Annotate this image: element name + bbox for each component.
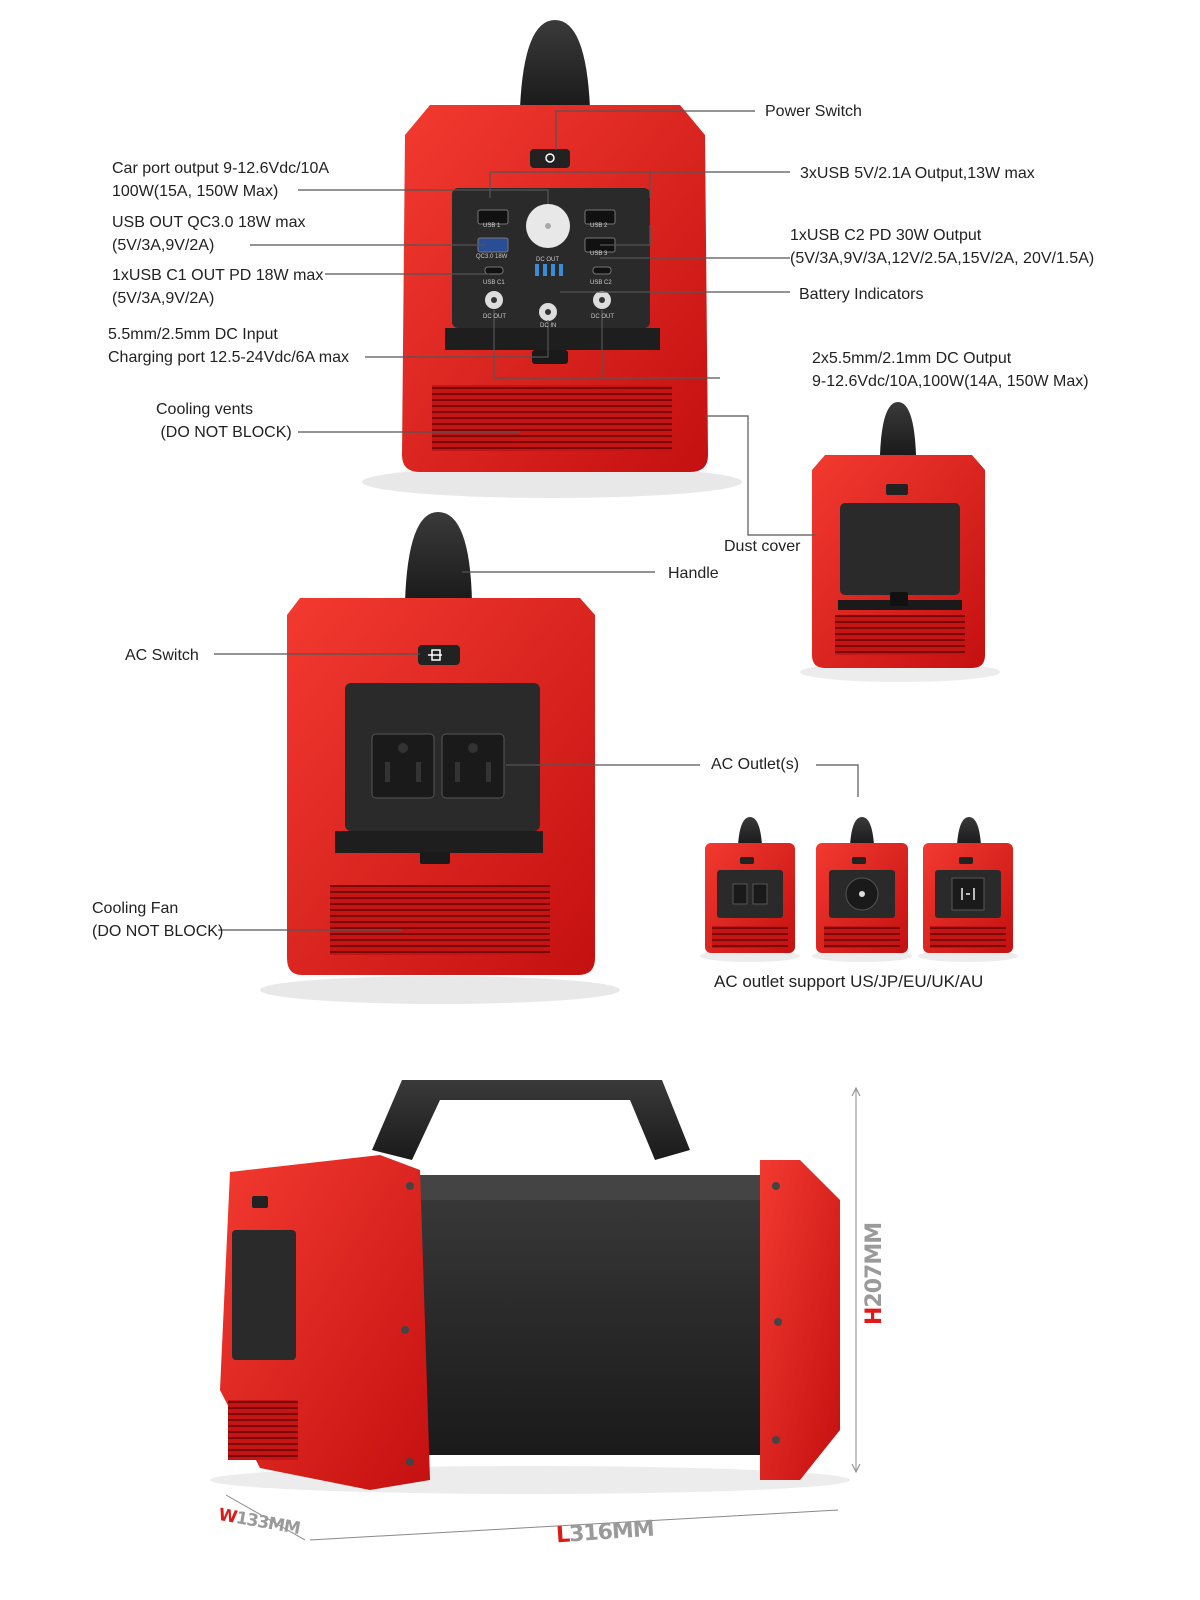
panel-dc-out-center: DC OUT (536, 257, 559, 263)
leader-lines (214, 110, 859, 931)
label-cooling-fan-line1: Cooling Fan (92, 900, 179, 917)
label-cooling-fan: Cooling Fan (DO NOT BLOCK) (92, 897, 223, 943)
label-dc-output-line1: 2x5.5mm/2.1mm DC Output (812, 350, 1012, 367)
label-usb-qc-line2: (5V/3A,9V/2A) (112, 237, 215, 254)
dimension-height: H207MM (862, 1223, 887, 1325)
ac-front-unit (260, 512, 620, 1004)
dust-cover-unit (800, 402, 1000, 682)
dimension-lines (225, 1086, 861, 1541)
label-usb-c2: 1xUSB C2 PD 30W Output (5V/3A,9V/3A,12V/… (790, 224, 1094, 270)
label-dc-input: 5.5mm/2.5mm DC Input Charging port 12.5-… (108, 323, 349, 369)
label-dc-output-line2: 9-12.6Vdc/10A,100W(14A, 150W Max) (812, 373, 1089, 390)
label-usb-qc: USB OUT QC3.0 18W max (5V/3A,9V/2A) (112, 211, 306, 257)
dust-cover-lip (445, 328, 660, 350)
label-handle: Handle (668, 565, 719, 582)
label-dc-output: 2x5.5mm/2.1mm DC Output 9-12.6Vdc/10A,10… (812, 347, 1089, 393)
label-usb-qc-line1: USB OUT QC3.0 18W max (112, 214, 306, 231)
panel-dc-in: DC IN (540, 323, 557, 329)
panel-usbc1: USB C1 (483, 280, 505, 286)
dimension-height-letter: H (862, 1307, 887, 1325)
label-cooling-fan-line2: (DO NOT BLOCK) (92, 923, 224, 940)
panel-usb1: USB 1 (483, 223, 501, 229)
label-power-switch: Power Switch (765, 103, 862, 120)
handle-top (520, 20, 590, 108)
dc-front-unit (362, 20, 742, 498)
panel-usb2: USB 2 (590, 223, 608, 229)
label-battery-indicators: Battery Indicators (799, 286, 924, 303)
label-ac-support: AC outlet support US/JP/EU/UK/AU (714, 972, 984, 991)
dimension-height-value: 207MM (862, 1222, 887, 1308)
panel-dc-out-right: DC OUT (591, 314, 614, 320)
label-usb3: 3xUSB 5V/2.1A Output,13W max (800, 165, 1035, 182)
isometric-unit (210, 1080, 850, 1494)
cooling-fan-vents (330, 885, 550, 955)
label-usb-c1: 1xUSB C1 OUT PD 18W max (5V/3A,9V/2A) (112, 264, 323, 310)
label-car-port-line1: Car port output 9-12.6Vdc/10A (112, 160, 330, 177)
label-car-port-line2: 100W(15A, 150W Max) (112, 183, 279, 200)
panel-dc-out-left: DC OUT (483, 314, 506, 320)
label-cooling-vents-line2: (DO NOT BLOCK) (156, 424, 292, 441)
outlet-variant-us (700, 817, 800, 962)
label-dc-input-line2: Charging port 12.5-24Vdc/6A max (108, 349, 350, 366)
panel-usb3: USB 3 (590, 251, 608, 257)
outlet-variant-eu (812, 817, 912, 962)
label-ac-outlets: AC Outlet(s) (711, 756, 800, 773)
label-usb-c2-line1: 1xUSB C2 PD 30W Output (790, 227, 982, 244)
panel-qc: QC3.0 18W (476, 254, 508, 260)
label-usb-c2-line2: (5V/3A,9V/3A,12V/2.5A,15V/2A, 20V/1.5A) (790, 250, 1095, 267)
label-cooling-vents: Cooling vents (DO NOT BLOCK) (156, 398, 292, 444)
label-usb-c1-line1: 1xUSB C1 OUT PD 18W max (112, 267, 324, 284)
outlet-variant-universal (918, 817, 1018, 962)
carry-handle (372, 1080, 690, 1160)
cooling-vents (432, 385, 672, 451)
label-dc-input-line1: 5.5mm/2.5mm DC Input (108, 326, 278, 343)
label-usb-c1-line2: (5V/3A,9V/2A) (112, 290, 215, 307)
label-cooling-vents-line1: Cooling vents (156, 401, 253, 418)
panel-usbc2: USB C2 (590, 280, 612, 286)
label-car-port: Car port output 9-12.6Vdc/10A 100W(15A, … (112, 157, 329, 203)
label-dust-cover: Dust cover (724, 538, 801, 555)
power-button (530, 149, 570, 168)
label-ac-switch: AC Switch (125, 647, 199, 664)
